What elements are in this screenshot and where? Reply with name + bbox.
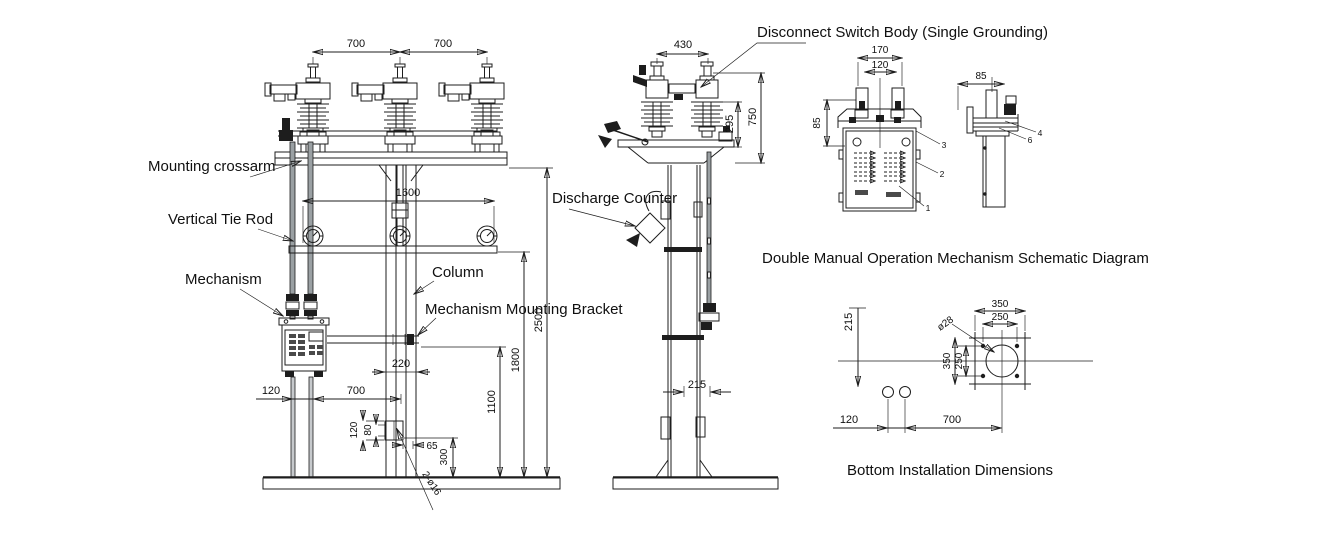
insulator-pole-3	[439, 64, 504, 152]
mechanism-box	[278, 317, 330, 377]
dim-column-width: 220	[372, 358, 430, 372]
detail-front-callouts: 3 2 1	[898, 130, 947, 213]
titles: Disconnect Switch Body (Single Grounding…	[701, 24, 1149, 479]
base-plate	[969, 330, 1031, 433]
operating-rod-hole	[882, 386, 894, 398]
part-labels: Mounting crossarm Vertical Tie Rod Mecha…	[148, 158, 677, 335]
dim-column-depth: 215	[663, 379, 731, 397]
interphase-linkage-rod	[278, 118, 497, 141]
callout-3: 3	[942, 140, 947, 150]
label-column: Column	[432, 264, 484, 281]
label-mounting-crossarm: Mounting crossarm	[148, 158, 276, 175]
callout-6: 6	[1028, 135, 1033, 145]
insulator-pole-1	[265, 64, 330, 152]
ground-line-front	[262, 476, 561, 490]
dim-bracket-height-text: 1100	[486, 390, 498, 414]
label-discharge-counter: Discharge Counter	[552, 190, 677, 207]
detail-side-callouts: 4 6	[998, 120, 1043, 145]
dim-crossarm-span-text: 1600	[396, 187, 420, 199]
detail-side-view: 85 4 6	[958, 71, 1043, 208]
dim-handle-drop: 215	[843, 307, 866, 386]
dim-overall-height: 2500	[509, 168, 553, 477]
dim-anchor-bolts-text: 2-ø16	[419, 470, 443, 498]
title-disconnect-switch-body: Disconnect Switch Body (Single Grounding…	[757, 24, 1048, 41]
dim-crossarm-span: 1600	[303, 187, 494, 243]
side-view: 430 295 750	[598, 39, 779, 490]
detail-front-view: 170 120 85 3 2 1	[812, 45, 947, 213]
dim-counter-beam-height: 1800	[498, 252, 530, 477]
detail-front-body	[837, 87, 922, 212]
dim-column-depth-text: 215	[688, 379, 706, 391]
side-top-dimension: 430	[657, 39, 708, 64]
dim-bracket-height: 1100	[421, 347, 506, 477]
operating-rod-hole	[899, 386, 911, 398]
callout-1: 1	[926, 203, 931, 213]
dim-center-hole-text: ø28	[935, 314, 956, 333]
dim-terminal-offset-text: 85	[975, 71, 987, 82]
counter-support-beam	[288, 225, 498, 254]
label-mechanism-mounting-bracket: Mechanism Mounting Bracket	[425, 301, 623, 318]
dim-insulator-spacing-text: 430	[674, 39, 692, 51]
insulator-pole-2	[352, 64, 417, 152]
detail-front-dimensions: 170 120 85	[812, 45, 902, 146]
front-top-dimensions: 700 700	[313, 38, 487, 64]
dim-plate-height-text: 350	[942, 352, 953, 369]
dim-rod-spacing-text: 120	[262, 385, 280, 397]
plate-dimensions: 350 250 350 250 ø28	[935, 299, 1025, 384]
callout-2: 2	[940, 169, 945, 179]
title-mechanism-schematic: Double Manual Operation Mechanism Schema…	[762, 250, 1149, 267]
bottom-installation-view: 215 350 250 350 250 ø28 120 70	[833, 299, 1093, 433]
support-column	[385, 164, 417, 478]
side-base-frame	[598, 121, 735, 164]
dim-body-height: 750	[713, 73, 765, 163]
center-operating-rod	[391, 165, 409, 246]
discharge-counter-gauge	[302, 225, 324, 247]
bottom-offset-dimensions: 120 700	[833, 399, 1001, 433]
rod-couplers	[285, 294, 318, 320]
title-bottom-installation: Bottom Installation Dimensions	[847, 462, 1053, 479]
dim-plate-width-text: 350	[992, 299, 1009, 310]
detail-side-body	[966, 89, 1019, 208]
dim-counter-beam-height-text: 1800	[510, 348, 522, 372]
side-column	[655, 151, 720, 478]
dim-handle-drop-text: 215	[843, 313, 855, 331]
dim-anchor-offset-text: 65	[426, 441, 438, 452]
dim-rod-to-column-text: 700	[347, 385, 365, 397]
dim-phase-spacing-right: 700	[434, 38, 452, 50]
front-view: 700 700	[256, 38, 561, 511]
dim-insulator-height-text: 295	[724, 115, 736, 133]
dim-body-height-text: 750	[747, 108, 759, 126]
dim-overall-height-text: 2500	[533, 308, 545, 332]
dim-rod-offsets: 120 700	[256, 385, 402, 404]
dim-body-drop-text: 85	[812, 117, 823, 129]
dim-anchor-depth-text: 300	[439, 448, 450, 465]
label-mechanism: Mechanism	[185, 271, 262, 288]
anchor-detail: 120 80 65 300 2-ø16	[349, 410, 458, 511]
dim-phase-spacing-left: 700	[347, 38, 365, 50]
dim-anchor-inner-text: 80	[363, 424, 374, 436]
dim-column-width-text: 220	[392, 358, 410, 370]
dim-hole-spacing-v-text: 250	[954, 352, 965, 369]
mechanism-mounting-bracket-bar	[327, 334, 419, 345]
mechanism-down-tubes	[290, 376, 314, 478]
discharge-counter-device	[626, 190, 666, 247]
callout-4: 4	[1038, 128, 1043, 138]
dim-hole-spacing-h-text: 250	[992, 312, 1009, 323]
dim-terminal-outer-text: 170	[872, 45, 889, 56]
label-vertical-tie-rod: Vertical Tie Rod	[168, 211, 273, 228]
ground-line-side	[612, 476, 779, 490]
dim-anchor-outer-text: 120	[349, 421, 360, 438]
dim-bottom-rod-to-column-text: 700	[943, 414, 961, 426]
dim-bottom-rod-spacing-text: 120	[840, 414, 858, 426]
side-switch-body	[633, 61, 724, 138]
dim-terminal-inner-text: 120	[872, 60, 889, 71]
dim-insulator-height: 295	[718, 102, 742, 147]
discharge-counter-gauge	[389, 225, 411, 247]
